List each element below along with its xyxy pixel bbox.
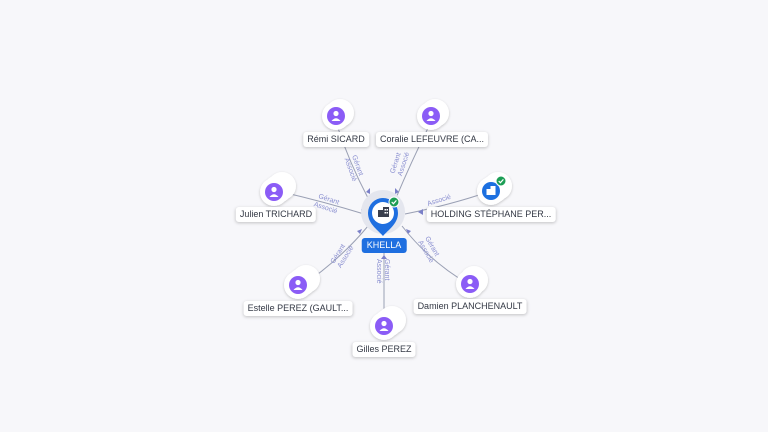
arrow-damien — [406, 229, 411, 234]
verified-check-icon — [495, 175, 507, 187]
node-label-estelle[interactable]: Estelle PEREZ (GAULT... — [243, 301, 353, 316]
arrow-holding — [418, 209, 423, 215]
edge-label-gilles-1: Gérant — [383, 259, 390, 280]
node-gilles[interactable] — [370, 306, 406, 340]
arrow-remi — [366, 188, 370, 194]
arrow-estelle — [357, 229, 362, 234]
node-label-damien[interactable]: Damien PLANCHENAULT — [413, 299, 527, 314]
node-damien[interactable] — [456, 266, 488, 298]
node-label-gilles[interactable]: Gilles PEREZ — [352, 342, 416, 357]
node-coralie[interactable] — [417, 99, 449, 130]
edge-coralie — [395, 121, 432, 199]
center-node-label[interactable]: KHELLA — [361, 238, 407, 253]
edge-label-holding-1: Associé — [426, 194, 452, 208]
verified-check-icon — [388, 196, 400, 208]
center-node[interactable] — [361, 190, 405, 236]
edge-label-gilles-2: Associé — [375, 259, 382, 284]
node-label-coralie[interactable]: Coralie LEFEUVRE (CA... — [375, 132, 489, 147]
arrow-coralie — [395, 188, 399, 194]
arrow-gilles — [381, 255, 387, 259]
node-label-julien[interactable]: Julien TRICHARD — [235, 207, 317, 222]
node-label-remi[interactable]: Rémi SICARD — [303, 132, 369, 147]
building-icon — [378, 207, 389, 217]
node-holding[interactable] — [477, 172, 512, 205]
node-estelle[interactable] — [284, 265, 320, 299]
node-remi[interactable] — [322, 99, 354, 130]
node-label-holding[interactable]: HOLDING STÉPHANE PER... — [426, 207, 556, 222]
node-julien[interactable] — [260, 172, 296, 206]
